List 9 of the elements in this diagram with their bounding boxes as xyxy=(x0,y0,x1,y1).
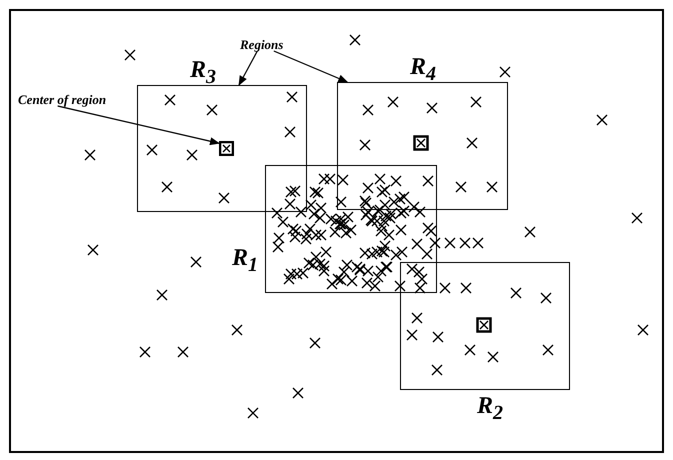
region-label: R$_{4}$ xyxy=(410,55,436,84)
arrow xyxy=(274,50,348,83)
arrow xyxy=(238,50,258,86)
region-label: R$_{1}$ xyxy=(232,246,258,275)
annotation-text: Regions xyxy=(240,38,284,51)
arrow xyxy=(58,105,220,146)
region-label: R$_{2}$ xyxy=(477,394,504,423)
annotation-text: Center of region xyxy=(18,93,106,106)
region-label: R$_{3}$ xyxy=(190,58,216,87)
